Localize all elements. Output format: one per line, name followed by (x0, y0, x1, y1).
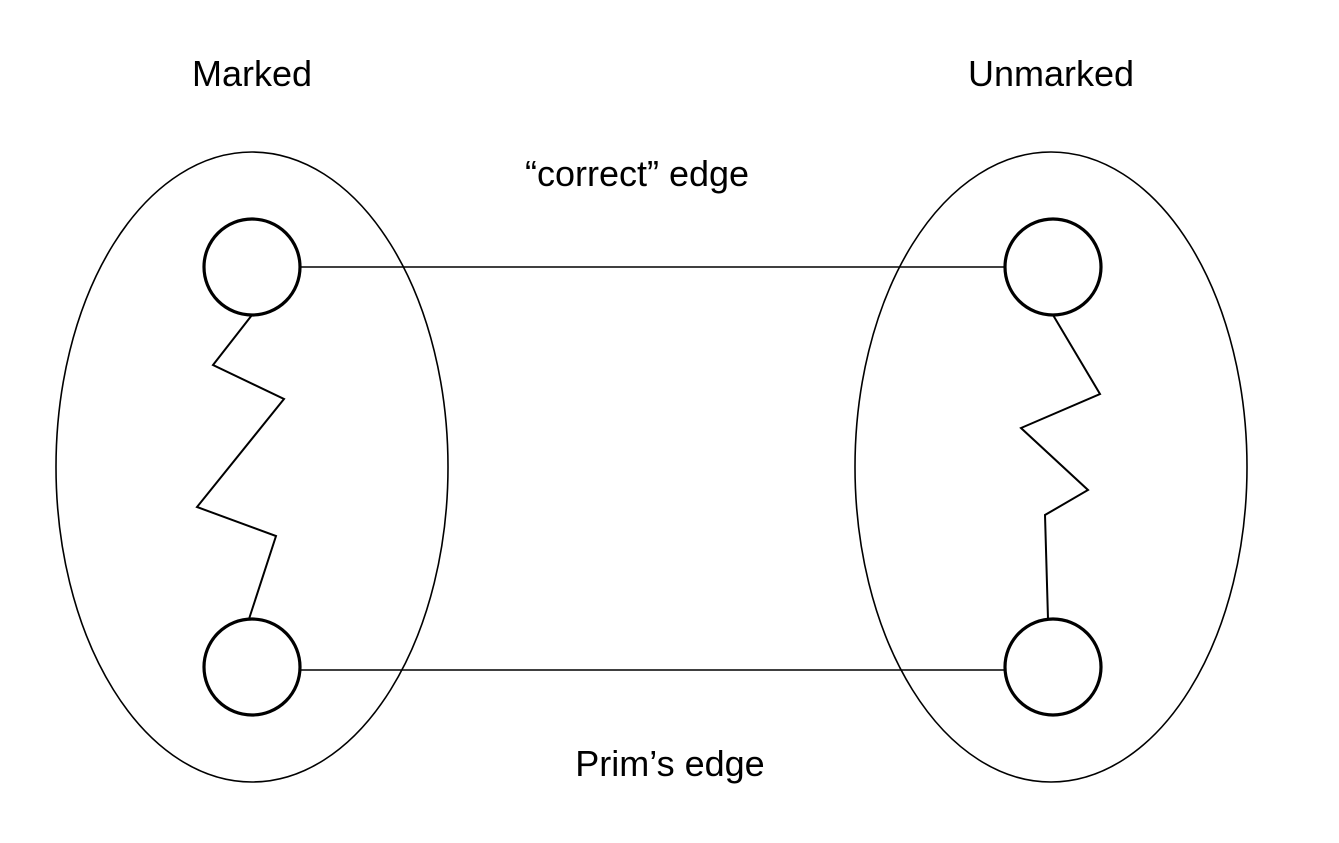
marked-node-top (202, 217, 302, 317)
unmarked-internal-path (1019, 314, 1102, 620)
unmarked-set-label: Unmarked (968, 53, 1134, 94)
marked-node-bottom (202, 617, 302, 717)
correct-edge-label: “correct” edge (525, 153, 749, 194)
prims-edge-label: Prim’s edge (575, 743, 764, 784)
marked-set-label: Marked (192, 53, 312, 94)
marked-internal-path (195, 314, 286, 620)
unmarked-set-ellipse (854, 151, 1248, 783)
unmarked-node-bottom (1003, 617, 1103, 717)
marked-set-ellipse (55, 151, 449, 783)
unmarked-node-top (1003, 217, 1103, 317)
